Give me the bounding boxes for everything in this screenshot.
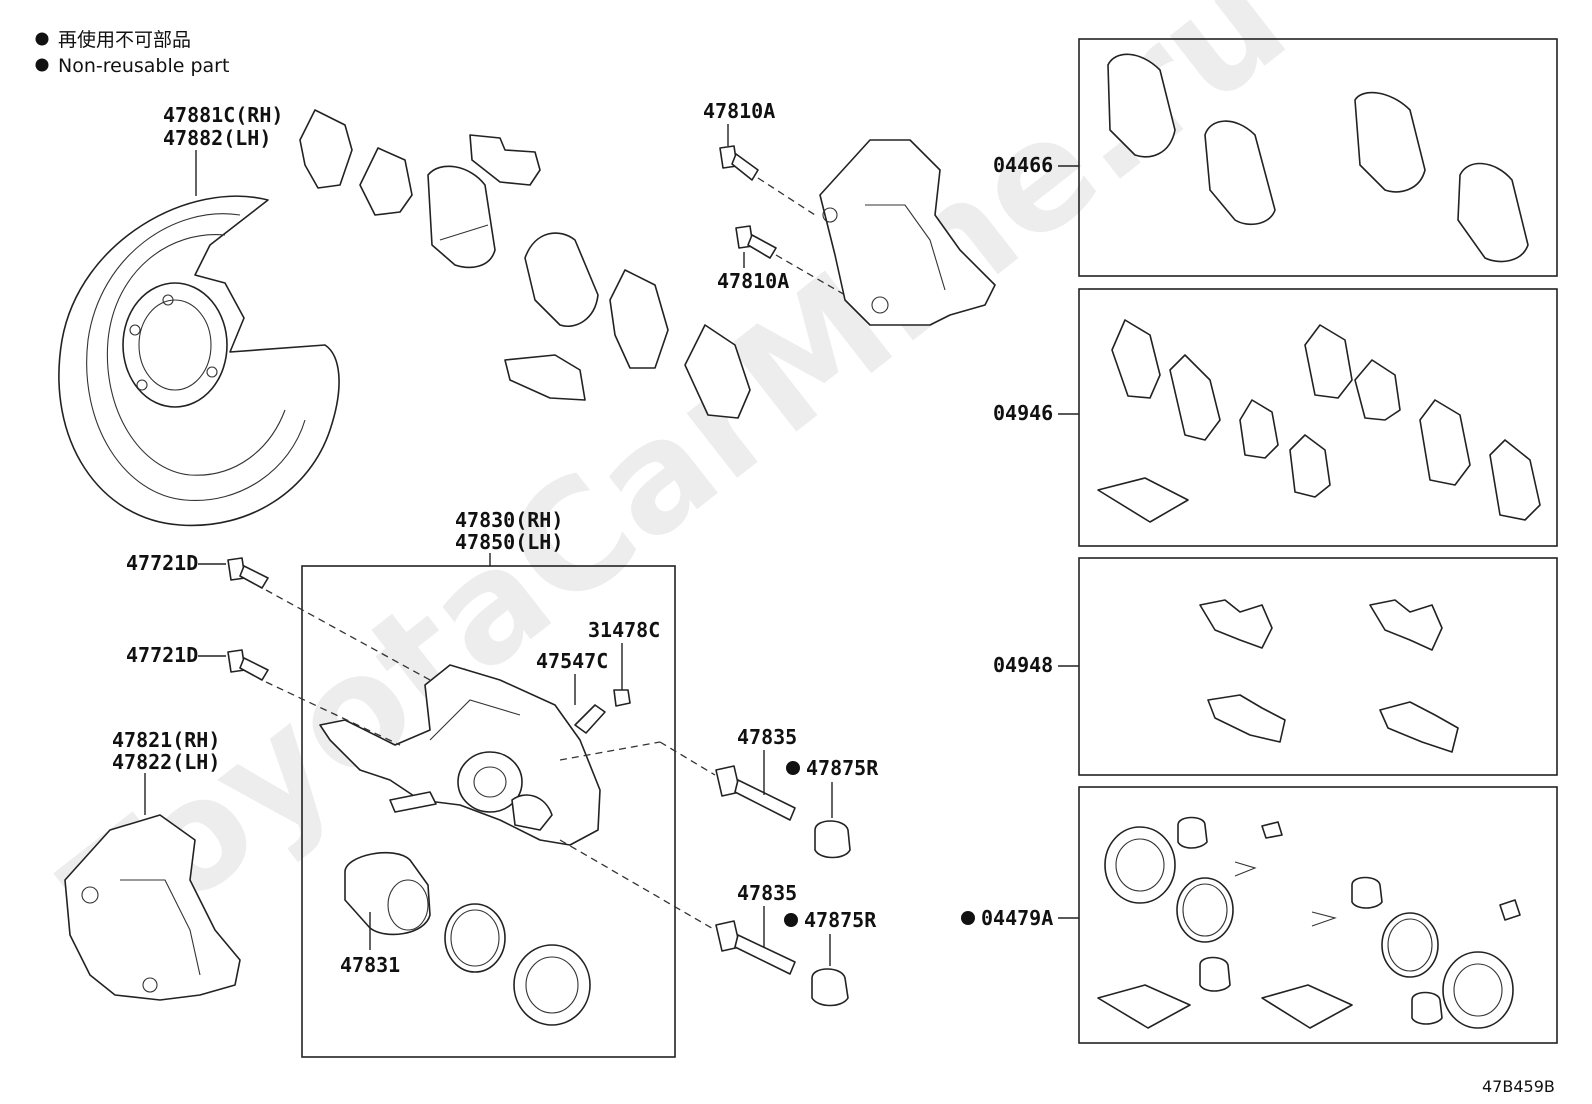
dashed-line <box>757 177 816 216</box>
dashed-line <box>559 839 716 931</box>
label-47822[interactable]: 47822(LH) <box>112 750 220 774</box>
label-47882[interactable]: 47882(LH) <box>163 126 271 150</box>
label-47810a-bottom[interactable]: 47810A <box>717 269 789 293</box>
pin-boot-47875r-top[interactable] <box>814 820 851 859</box>
pad-support-plate-set[interactable] <box>1199 599 1459 753</box>
label-47810a-top[interactable]: 47810A <box>703 99 775 123</box>
label-47881c[interactable]: 47881C(RH) <box>163 103 283 127</box>
dashed-line <box>265 681 401 746</box>
label-04946[interactable]: 04946 <box>993 401 1053 425</box>
non-reusable-bullet-icon <box>961 911 975 925</box>
bolt-47810a-bottom[interactable] <box>735 225 777 259</box>
piston-47831[interactable] <box>344 851 431 936</box>
label-47835-bottom[interactable]: 47835 <box>737 881 797 905</box>
label-47821[interactable]: 47821(RH) <box>112 728 220 752</box>
non-reusable-bullet-icon <box>35 32 49 46</box>
non-reusable-bullet-icon <box>35 58 49 72</box>
dashed-line <box>659 741 716 776</box>
non-reusable-bullet-icon <box>786 761 800 775</box>
caliper-mounting-upper[interactable] <box>819 139 996 326</box>
label-47875r-bottom[interactable]: 47875R <box>804 908 877 932</box>
caliper-assembly-box <box>301 565 676 1058</box>
dashed-line <box>775 254 846 296</box>
diagram-code: 47B459B <box>1482 1077 1555 1096</box>
label-31478c[interactable]: 31478C <box>588 618 660 642</box>
cylinder-boot[interactable] <box>513 944 591 1026</box>
legend-english: Non-reusable part <box>58 55 229 77</box>
bolt-47721d-bottom[interactable] <box>227 649 269 681</box>
cap-31478c[interactable] <box>613 689 631 707</box>
bolt-47810a-top[interactable] <box>719 145 759 181</box>
label-47721d-top[interactable]: 47721D <box>126 551 198 575</box>
slide-pin-47835-bottom[interactable] <box>715 920 796 975</box>
slide-pin-47835-top[interactable] <box>715 765 796 821</box>
kit-box-04948[interactable] <box>1078 557 1558 776</box>
cylinder-kit-contents[interactable] <box>1097 816 1521 1029</box>
kit-box-04946[interactable] <box>1078 288 1558 547</box>
label-47830[interactable]: 47830(RH) <box>455 508 563 532</box>
legend-japanese: 再使用不可部品 <box>58 29 191 51</box>
label-47721d-bottom[interactable]: 47721D <box>126 643 198 667</box>
caliper-mounting-lower[interactable] <box>64 814 241 1001</box>
label-04466[interactable]: 04466 <box>993 153 1053 177</box>
anti-squeal-shim-set[interactable] <box>1097 319 1541 523</box>
label-47875r-top[interactable]: 47875R <box>806 756 879 780</box>
piston-seal[interactable] <box>444 903 506 973</box>
non-reusable-bullet-icon <box>784 913 798 927</box>
pin-boot-47875r-bottom[interactable] <box>811 968 849 1007</box>
bleeder-plug-47547c[interactable] <box>574 704 606 734</box>
label-04479a[interactable]: 04479A <box>981 906 1053 930</box>
kit-box-04466[interactable] <box>1078 38 1558 277</box>
caliper-body[interactable] <box>319 664 601 846</box>
dashed-line <box>559 741 661 761</box>
pad-shim-group[interactable] <box>299 109 751 419</box>
dust-cover-part[interactable] <box>58 195 340 527</box>
label-47850[interactable]: 47850(LH) <box>455 530 563 554</box>
brake-pad-set[interactable] <box>1107 53 1529 263</box>
kit-box-04479a[interactable] <box>1078 786 1558 1044</box>
label-47835-top[interactable]: 47835 <box>737 725 797 749</box>
label-47831[interactable]: 47831 <box>340 953 400 977</box>
label-47547c[interactable]: 47547C <box>536 649 608 673</box>
label-04948[interactable]: 04948 <box>993 653 1053 677</box>
bolt-47721d-top[interactable] <box>227 557 269 589</box>
